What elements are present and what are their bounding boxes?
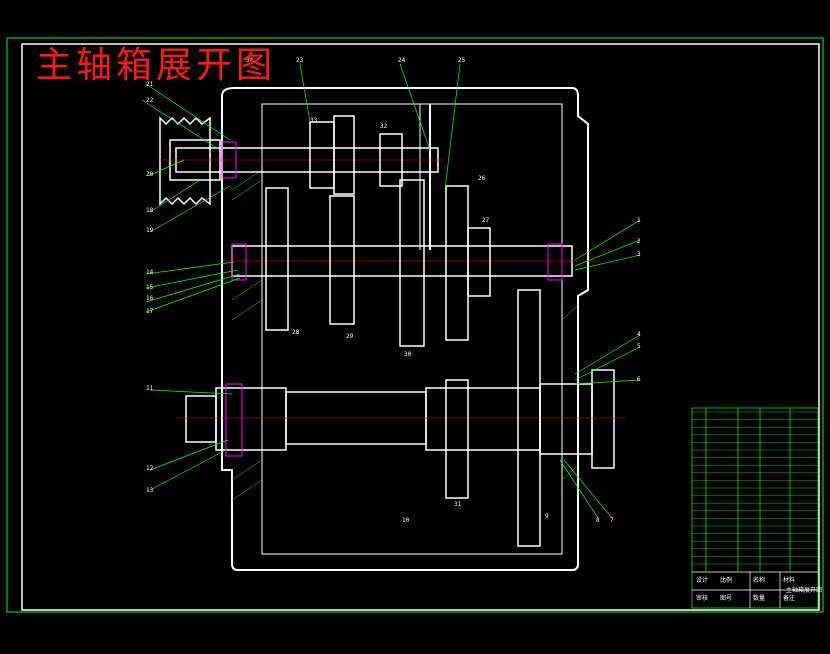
inner-frame: [21, 43, 820, 611]
callout-label: 14: [146, 269, 154, 276]
callout-label: 28: [292, 329, 300, 336]
shaft-3: [178, 289, 625, 547]
callout-label: 31: [454, 501, 462, 508]
callout-label: 17: [146, 308, 154, 315]
callout-label: 4: [637, 331, 641, 338]
title-block-rows: [692, 411, 818, 565]
callout-label: 7: [610, 517, 614, 524]
drawing-title: 主轴箱展开图: [36, 45, 277, 86]
callout-label: 30: [404, 351, 412, 358]
callout-label: 25: [458, 57, 466, 64]
callout-label: 16: [146, 295, 154, 302]
title-block-cell: 材料: [783, 576, 795, 584]
callout-label: 18: [146, 207, 154, 214]
title-block-cell: 数量: [753, 594, 765, 602]
callout-label: 29: [346, 333, 354, 340]
title-block-cell: 图号: [720, 595, 732, 602]
callout-label: 6: [637, 376, 641, 383]
callout-label: 11: [146, 385, 154, 392]
callout-label: 5: [637, 343, 641, 350]
callout-label: 22: [146, 97, 154, 104]
callout-label: 8: [596, 517, 600, 524]
title-block-cell: 名称: [753, 576, 765, 584]
callout-label: 9: [545, 513, 549, 520]
callout-label: 32: [380, 123, 388, 130]
bearing-marks: [221, 141, 563, 457]
callout-label: 10: [402, 517, 410, 524]
callout-label: 1: [637, 217, 641, 224]
callout-label: 19: [146, 227, 154, 234]
shaft-2: [225, 179, 600, 347]
leader-lines: [141, 63, 641, 519]
callout-label: 13: [146, 487, 154, 494]
callout-label: 23: [296, 57, 304, 64]
title-block-cell: 备注: [783, 594, 795, 602]
callout-label: 26: [478, 175, 486, 182]
callout-label: 15: [146, 284, 154, 291]
gearbox-housing: [221, 87, 589, 571]
shaft-1: [160, 115, 445, 195]
title-block-cell: 主轴箱展开图: [786, 586, 822, 594]
title-block-cell: 审核: [696, 594, 708, 602]
callout-label: 27: [482, 217, 490, 224]
callout-label: 21: [146, 81, 154, 88]
title-block-cell: 比例: [720, 576, 732, 584]
callout-label: 33: [310, 117, 318, 124]
title-block: [691, 407, 819, 609]
callout-label: 20: [146, 171, 154, 178]
housing-hatch: [231, 169, 579, 501]
title-block-cell: 设计: [696, 576, 708, 584]
callout-label: 34: [246, 57, 254, 64]
callout-label: 12: [146, 465, 154, 472]
callout-label: 2: [637, 238, 641, 245]
outer-frame: [6, 37, 824, 613]
callout-label: 3: [637, 251, 641, 258]
callout-label: 24: [398, 57, 406, 64]
